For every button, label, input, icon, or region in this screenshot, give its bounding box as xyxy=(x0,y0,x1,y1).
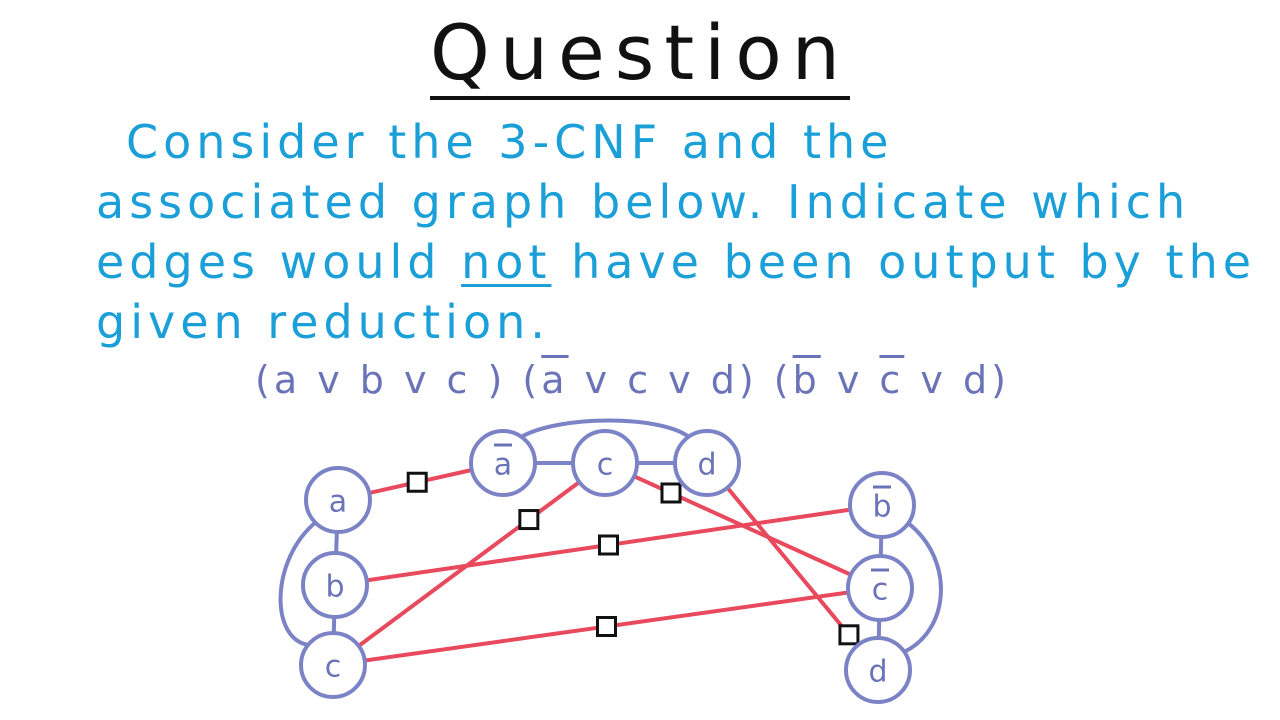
clause-3-or: v xyxy=(820,358,880,402)
clause-2: (a v c v d) xyxy=(522,358,757,402)
node-nb3-circle xyxy=(848,471,916,539)
node-na2-circle xyxy=(469,429,537,497)
emphasis-not: not xyxy=(461,235,552,289)
prompt-line-3-start: edges would xyxy=(96,235,462,289)
node-c1-circle xyxy=(299,631,367,699)
node-b1-label: b xyxy=(325,570,344,605)
title-underline xyxy=(430,96,850,100)
prompt-line-3: edges would not have been output by the xyxy=(96,232,1251,292)
edge-marker-c1-nc3 xyxy=(596,616,617,637)
clause-3: (b v c v d) xyxy=(774,358,1010,402)
clause-edge-a1-c1 xyxy=(278,520,318,647)
clause-3-rest: v d) xyxy=(904,358,1010,402)
clause-2-open: ( xyxy=(522,358,542,402)
prompt-line-4: given reduction. xyxy=(96,295,550,349)
node-d2-label: d xyxy=(697,448,716,483)
node-c2-circle xyxy=(571,429,639,497)
clause-3-negated-c: c xyxy=(879,358,905,402)
edge-marker-d2-d3 xyxy=(838,624,860,646)
node-d2-circle xyxy=(673,429,741,497)
prompt-line-3-end: have been output by the xyxy=(551,235,1257,289)
node-d2: d xyxy=(673,429,741,497)
clause-edge-na2-d2 xyxy=(519,418,691,439)
marker-layer xyxy=(406,471,860,646)
node-c2: c xyxy=(571,429,639,497)
node-b1: b xyxy=(301,551,369,619)
node-d3: d xyxy=(844,636,912,704)
node-nb3-label: b xyxy=(872,490,891,525)
edge-marker-b1-nb3 xyxy=(598,534,619,556)
node-nc3-label: c xyxy=(872,573,889,608)
node-layer: a b c a c d b c d xyxy=(299,429,916,704)
node-nc3-circle xyxy=(846,554,914,622)
node-nb3: b xyxy=(848,471,916,539)
clause-edge-nb3-d3 xyxy=(902,521,943,654)
edge-marker-c2-nc3 xyxy=(660,482,682,504)
prompt-line-1: Consider the 3-CNF and the xyxy=(126,115,894,169)
node-d3-label: d xyxy=(868,655,887,690)
node-a1-label: a xyxy=(329,485,347,520)
clause-1: (a v b v c ) xyxy=(255,358,507,402)
node-c1-label: c xyxy=(325,650,342,685)
node-na2-label: a xyxy=(494,448,512,483)
node-b1-circle xyxy=(301,551,369,619)
node-c2-label: c xyxy=(597,448,614,483)
clause-3-negated-b: b xyxy=(792,358,821,402)
question-prompt: Consider the 3-CNF and the associated gr… xyxy=(96,112,1251,352)
cnf-formula: (a v b v c ) (a v c v d) (b v c v d) xyxy=(255,352,1015,408)
node-nc3: c xyxy=(846,554,914,622)
node-a1-circle xyxy=(304,466,372,534)
node-d3-circle xyxy=(844,636,912,704)
clause-2-rest: v c v d) xyxy=(568,358,758,402)
clause-2-negated-a: a xyxy=(541,358,569,402)
edge-marker-c1-c2 xyxy=(518,509,540,531)
node-c1: c xyxy=(299,631,367,699)
node-a1: a xyxy=(304,466,372,534)
node-na2: a xyxy=(469,429,537,497)
prompt-line-2: associated graph below. Indicate which xyxy=(96,175,1191,229)
edge-marker-a1-na2 xyxy=(406,471,428,493)
page-title: Question xyxy=(430,8,850,97)
clause-3-open: ( xyxy=(773,358,793,402)
